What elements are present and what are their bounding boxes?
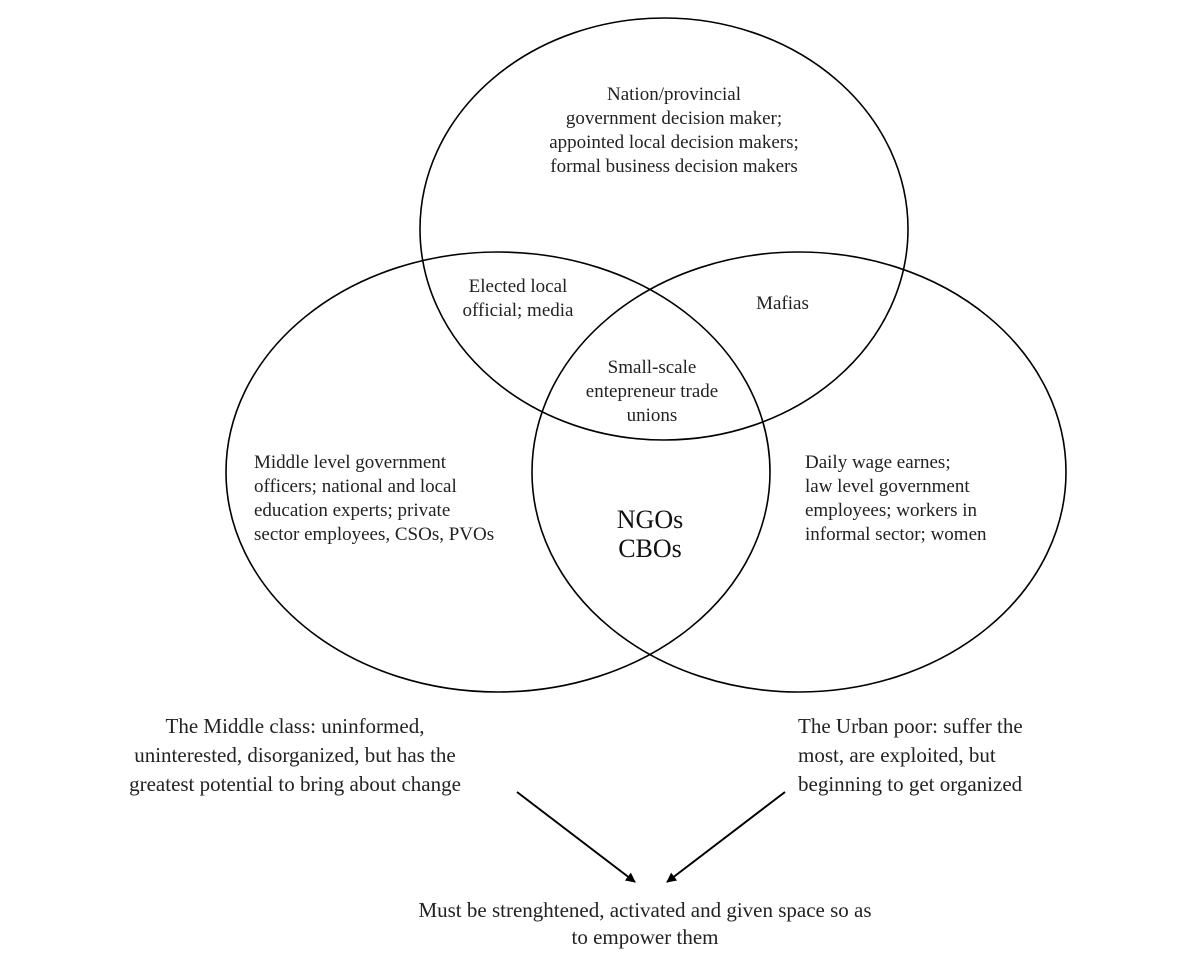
- text-line: employees; workers in: [805, 500, 978, 521]
- text-line: Mafias: [756, 293, 809, 314]
- text-line: sector employees, CSOs, PVOs: [254, 524, 495, 545]
- text-line: education experts; private: [254, 500, 451, 521]
- label-right-set: Daily wage earnes; law level government …: [805, 451, 1050, 547]
- annotation-conclusion: Must be strenghtened, activated and give…: [330, 897, 960, 951]
- text-line: official; media: [462, 300, 574, 321]
- text-line: Small-scale: [607, 357, 697, 378]
- text-line: The Urban poor: suffer the: [798, 714, 1023, 738]
- text-line: Daily wage earnes;: [805, 452, 951, 473]
- set-left-ellipse: [225, 251, 771, 693]
- label-top-set: Nation/provincial government decision ma…: [514, 83, 834, 179]
- text-line: appointed local decision makers;: [549, 132, 799, 153]
- text-line: Nation/provincial: [606, 84, 742, 105]
- text-line: Elected local: [468, 276, 568, 297]
- text-line: government decision maker;: [565, 108, 783, 129]
- annotation-middle-class: The Middle class: uninformed, uninterest…: [70, 712, 520, 799]
- text-line: most, are exploited, but: [798, 743, 996, 767]
- arrow-middle-class: [516, 791, 636, 883]
- text-line: informal sector; women: [805, 524, 987, 545]
- text-line: Middle level government: [254, 452, 447, 473]
- text-line: Must be strenghtened, activated and give…: [418, 898, 872, 922]
- label-left-set: Middle level government officers; nation…: [254, 451, 539, 547]
- text-line: law level government: [805, 476, 970, 497]
- set-top-ellipse: [419, 17, 909, 441]
- text-line: officers; national and local: [254, 476, 457, 497]
- text-line: greatest potential to bring about change: [129, 772, 461, 796]
- label-center-intersection: Small-scale entepreneur trade unions: [552, 356, 752, 428]
- label-top-left-intersection: Elected local official; media: [438, 275, 598, 323]
- arrow-urban-poor: [666, 791, 786, 883]
- set-right-ellipse: [531, 251, 1067, 693]
- text-line: formal business decision makers: [550, 156, 798, 177]
- label-top-right-intersection: Mafias: [735, 292, 830, 316]
- text-line: CBOs: [618, 534, 682, 563]
- text-line: beginning to get organized: [798, 772, 1023, 796]
- text-line: entepreneur trade: [585, 381, 719, 402]
- text-line: uninterested, disorganized, but has the: [134, 743, 456, 767]
- annotation-urban-poor: The Urban poor: suffer the most, are exp…: [798, 712, 1118, 799]
- text-line: The Middle class: uninformed,: [165, 714, 425, 738]
- label-left-right-intersection: NGOs CBOs: [590, 505, 710, 563]
- text-line: unions: [626, 405, 678, 426]
- text-line: to empower them: [571, 925, 719, 949]
- text-line: NGOs: [616, 505, 684, 534]
